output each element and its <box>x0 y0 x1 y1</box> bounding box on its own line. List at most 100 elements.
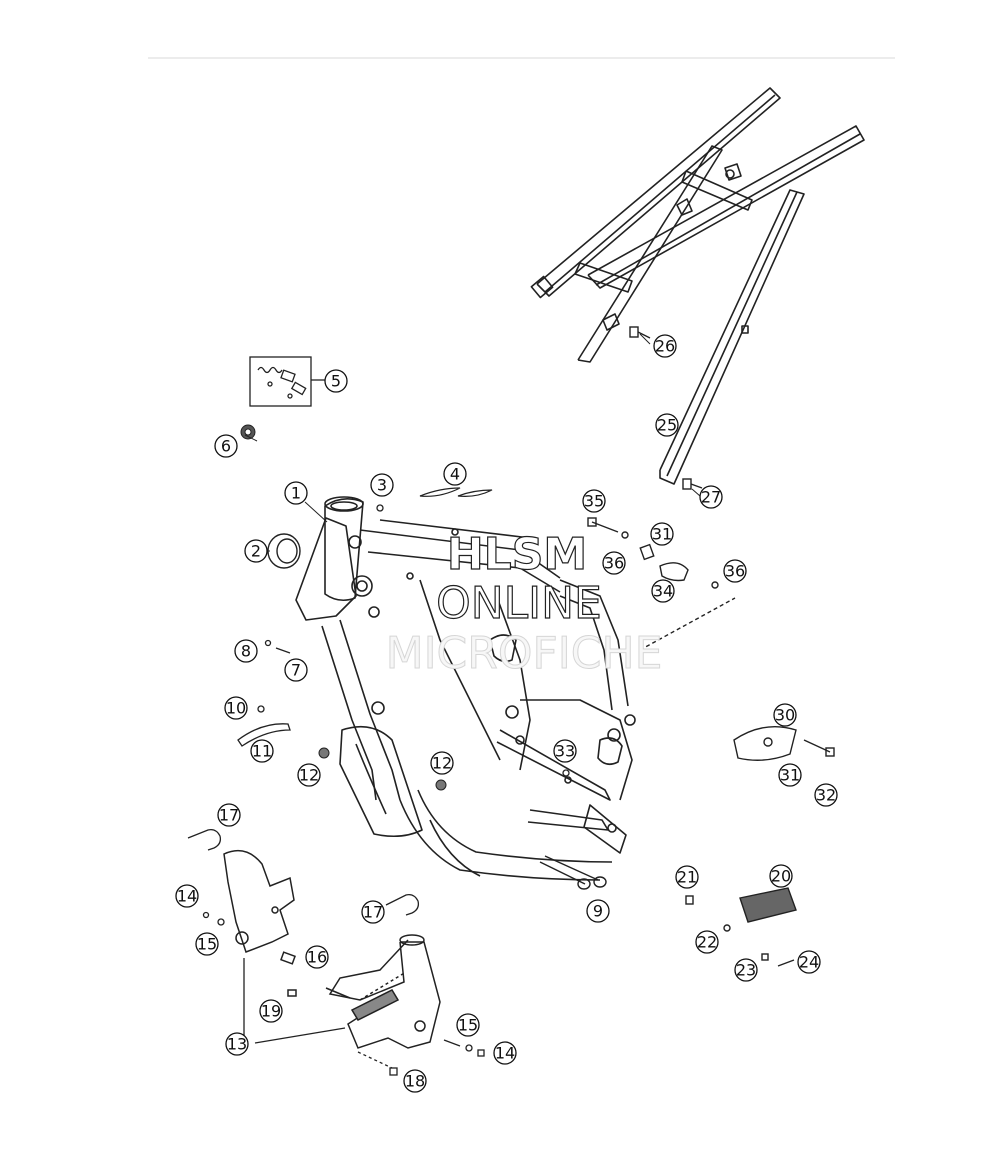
callout-number: 12 <box>432 754 452 773</box>
callout-number: 18 <box>405 1072 425 1091</box>
callout-3: 3 <box>370 473 394 497</box>
callout-number: 19 <box>261 1002 281 1021</box>
watermark-line-3: MICROFICHE <box>386 628 663 679</box>
bolts-14-15-18-drawing <box>202 911 485 1076</box>
callout-6: 6 <box>214 434 238 458</box>
leader-lines <box>244 333 701 552</box>
callout-number: 10 <box>226 699 246 718</box>
callout-circle <box>602 551 626 575</box>
callout-labels: 1234567891011121213141415151617171819202… <box>175 334 838 1093</box>
callout-33: 33 <box>553 739 577 763</box>
callout-circle <box>284 658 308 682</box>
callout-5: 5 <box>324 369 348 393</box>
bracket-34-drawing <box>587 517 736 651</box>
callout-circle <box>675 865 699 889</box>
watermark: HLSM ONLINE MICROFICHE <box>385 528 663 679</box>
bracket-30-drawing <box>733 725 835 761</box>
callout-31: 31 <box>650 522 674 546</box>
callout-circle <box>586 899 610 923</box>
callout-number: 4 <box>450 465 460 484</box>
callout-2: 2 <box>244 539 268 563</box>
callout-circle <box>284 481 308 505</box>
watermark-line-1: HLSM <box>447 529 587 580</box>
callout-circle <box>651 579 675 603</box>
callout-circle <box>234 639 258 663</box>
callout-circle <box>361 900 385 924</box>
callout-circle <box>370 473 394 497</box>
callout-number: 1 <box>291 484 301 503</box>
callout-number: 15 <box>458 1016 478 1035</box>
watermark-line-2: ONLINE <box>436 578 602 629</box>
bolt-7-8-drawing <box>264 639 291 654</box>
callout-number: 24 <box>799 953 819 972</box>
callout-number: 33 <box>555 742 575 761</box>
callout-circle <box>224 696 248 720</box>
callout-number: 17 <box>219 806 239 825</box>
callout-15: 15 <box>195 932 219 956</box>
callout-16: 16 <box>305 945 329 969</box>
callout-7: 7 <box>284 658 308 682</box>
callout-number: 30 <box>775 706 795 725</box>
callout-circle <box>297 763 321 787</box>
callout-number: 23 <box>736 961 756 980</box>
callout-number: 5 <box>331 372 341 391</box>
callout-1: 1 <box>284 481 308 505</box>
callout-number: 17 <box>363 903 383 922</box>
callout-circle <box>456 1013 480 1037</box>
callout-circle <box>244 539 268 563</box>
callout-number: 25 <box>657 416 677 435</box>
callout-17: 17 <box>217 803 241 827</box>
callout-number: 7 <box>291 661 301 680</box>
callout-circle <box>695 930 719 954</box>
nut-33-drawing <box>562 769 570 777</box>
callout-number: 14 <box>495 1044 515 1063</box>
callout-number: 26 <box>655 337 675 356</box>
clamp-17-drawing <box>187 828 420 916</box>
callout-circle <box>195 932 219 956</box>
callout-14: 14 <box>493 1041 517 1065</box>
callout-circle <box>250 739 274 763</box>
callout-21: 21 <box>675 865 699 889</box>
callout-12: 12 <box>297 763 321 787</box>
frame-guard-13-right-drawing <box>287 934 441 1049</box>
callout-11: 11 <box>250 739 274 763</box>
callout-circle <box>403 1069 427 1093</box>
callout-circle <box>324 369 348 393</box>
callout-circle <box>214 434 238 458</box>
bolts-11-drawing <box>539 855 607 890</box>
callout-number: 20 <box>771 867 791 886</box>
callout-number: 36 <box>725 562 745 581</box>
callout-number: 14 <box>177 887 197 906</box>
callout-number: 27 <box>701 488 721 507</box>
callout-number: 36 <box>604 554 624 573</box>
callout-number: 11 <box>252 742 272 761</box>
callout-number: 8 <box>241 642 251 661</box>
callout-circle <box>773 703 797 727</box>
callout-31: 31 <box>778 763 802 787</box>
callout-36: 36 <box>602 551 626 575</box>
callout-number: 13 <box>227 1035 247 1054</box>
callout-circle <box>797 950 821 974</box>
callout-circle <box>443 462 467 486</box>
callout-number: 22 <box>697 933 717 952</box>
cap-2-drawing <box>267 533 301 569</box>
callout-circle <box>655 413 679 437</box>
callout-circle <box>553 739 577 763</box>
main-frame-drawing <box>295 496 636 881</box>
callout-number: 31 <box>780 766 800 785</box>
callout-36: 36 <box>723 559 747 583</box>
hose-9-10-drawing <box>237 705 291 747</box>
subframe-drawing <box>530 87 865 485</box>
callout-number: 32 <box>816 786 836 805</box>
callout-12: 12 <box>430 751 454 775</box>
callout-circle <box>175 884 199 908</box>
callout-9: 9 <box>586 899 610 923</box>
callout-circle <box>769 864 793 888</box>
callout-circle <box>225 1032 249 1056</box>
callout-number: 21 <box>677 868 697 887</box>
callout-circle <box>650 522 674 546</box>
callout-25: 25 <box>655 413 679 437</box>
callout-number: 35 <box>584 492 604 511</box>
callout-circle <box>699 485 723 509</box>
